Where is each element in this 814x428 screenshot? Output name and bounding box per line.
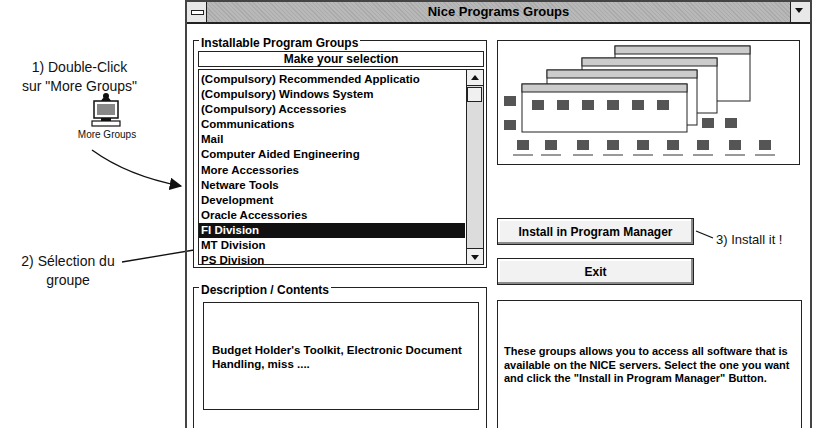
list-item: Development [199, 193, 465, 208]
description-text: Budget Holder's Toolkit, Electronic Docu… [212, 343, 470, 371]
button-label: Make your selection [284, 52, 399, 66]
list-item: Mail [199, 132, 465, 147]
list-box: (Compulsory) Recommended Applicatio(Comp… [198, 69, 484, 265]
selected-list-item: FI Division [199, 223, 465, 238]
program-manager-illustration [497, 40, 800, 165]
button-label: Exit [584, 265, 606, 279]
pointer-arrow [92, 150, 181, 186]
push-button: Exit [497, 258, 694, 285]
list-item: (Compulsory) Accessories [199, 102, 465, 117]
callout-text: 1) Double-Click sur "More Groups" [20, 58, 139, 96]
list-item: Netware Tools [199, 178, 465, 193]
list-item: (Compulsory) Windows System [199, 87, 465, 102]
group-title: Description / Contents [199, 283, 331, 297]
leader-line [696, 231, 713, 238]
group-title: Installable Program Groups [199, 36, 360, 50]
help-text-box: These groups allows you to access all so… [497, 300, 802, 428]
arrow-glyph [791, 2, 807, 18]
list-item: PS Division [199, 253, 465, 265]
arrow-glyph [467, 70, 483, 86]
list-item: Computer Aided Engineering [199, 147, 465, 162]
group-box: Installable Program GroupsMake your sele… [193, 40, 487, 268]
callout-text: 3) Install it ! [716, 232, 782, 248]
list-item: Communications [199, 117, 465, 132]
minimize-box [790, 2, 810, 22]
system-menu-box [187, 2, 207, 22]
list-item: Oracle Accessories [199, 208, 465, 223]
header-button: Make your selection [198, 51, 484, 67]
group-box: Description / ContentsBudget Holder's To… [193, 287, 487, 428]
help-text: These groups allows you to access all so… [504, 345, 795, 386]
list-item: (Compulsory) Recommended Applicatio [199, 72, 465, 87]
push-button: Install in Program Manager [497, 218, 694, 245]
arrow-glyph [467, 249, 483, 265]
scroll-thumb [467, 87, 482, 102]
window-title: Nice Programs Groups [187, 2, 810, 22]
scroll-up-button [467, 70, 483, 86]
list-item: MT Division [199, 238, 465, 253]
button-label: Install in Program Manager [518, 225, 672, 239]
icon-label: More Groups [71, 129, 143, 141]
dialog-window: Nice Programs GroupsInstallable Program … [185, 0, 812, 428]
leader-line [122, 250, 194, 262]
title-bar: Nice Programs Groups [187, 2, 810, 24]
scrollbar [466, 70, 483, 264]
list-item: More Accessories [199, 163, 465, 178]
more-groups-icon [92, 93, 120, 126]
description-field: Budget Holder's Toolkit, Electronic Docu… [203, 302, 479, 410]
callout-text: 2) Sélection du groupe [10, 252, 126, 290]
scroll-down-button [467, 248, 483, 264]
